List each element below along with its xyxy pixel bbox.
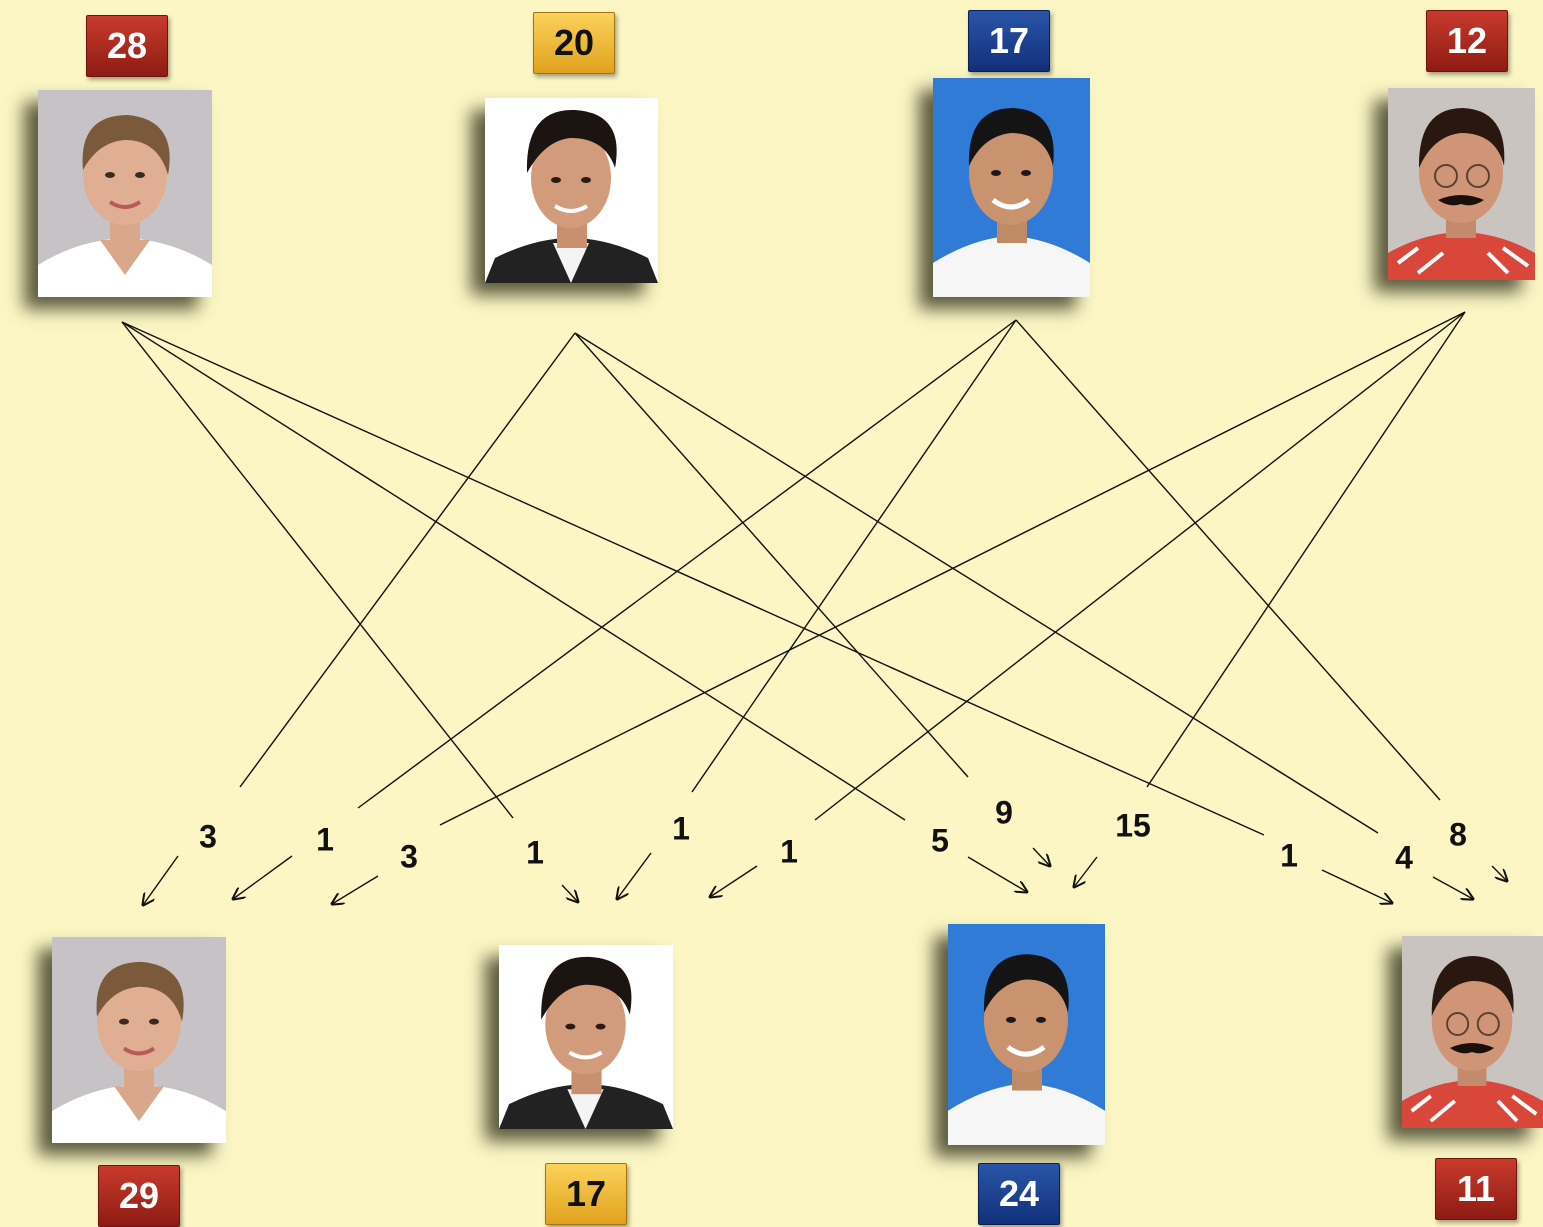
flow-label-c1-c2: 1 <box>526 834 544 871</box>
flow-arrow-c1-c3 <box>967 856 1027 892</box>
badge-after-c2: 17 <box>545 1163 627 1225</box>
flow-line-c1-c3 <box>121 321 906 821</box>
candidate-1-portrait-icon <box>52 937 226 1143</box>
flow-line-c2-c1 <box>239 332 576 788</box>
candidate-3-portrait-icon <box>933 78 1090 297</box>
flow-label-c1-c3: 5 <box>931 822 949 859</box>
flow-arrow-c2-c3 <box>1032 847 1050 866</box>
flow-line-c3-c2 <box>691 319 1017 793</box>
flow-line-c1-c4 <box>121 321 1265 836</box>
flow-line-c3-c4 <box>1015 319 1441 801</box>
flow-label-c3-c1: 1 <box>316 821 334 858</box>
flow-line-c2-c3 <box>574 332 969 778</box>
badge-before-c4: 12 <box>1426 10 1508 72</box>
flow-arrow-c2-c1 <box>143 855 179 905</box>
flow-arrow-c2-c4 <box>1432 876 1473 899</box>
flow-line-c4-c3 <box>1146 311 1466 788</box>
flow-line-c1-c2 <box>121 321 514 819</box>
flow-arrow-c4-c2 <box>710 865 758 897</box>
candidate-4-portrait-icon <box>1388 88 1535 280</box>
candidate-2-portrait-icon <box>499 945 673 1129</box>
flow-line-c2-c4 <box>574 332 1379 834</box>
badge-before-c1: 28 <box>86 15 168 77</box>
flow-label-c2-c3: 9 <box>995 794 1013 831</box>
flow-arrow-c1-c2 <box>561 884 578 902</box>
flow-label-c4-c3: 15 <box>1115 807 1151 844</box>
flow-arrow-c3-c1 <box>233 855 293 899</box>
flow-label-c2-c4: 4 <box>1395 839 1413 876</box>
candidate-1-portrait-icon <box>38 90 212 297</box>
flow-line-c3-c1 <box>357 319 1017 809</box>
flow-label-c3-c2: 1 <box>672 810 690 847</box>
flow-line-c4-c2 <box>814 311 1466 821</box>
flow-label-c1-c4: 1 <box>1280 837 1298 874</box>
candidate-4-portrait-icon <box>1402 936 1543 1128</box>
flow-label-c2-c1: 3 <box>199 818 217 855</box>
flow-arrow-c3-c2 <box>617 852 652 899</box>
badge-before-c3: 17 <box>968 10 1050 72</box>
flow-label-c3-c4: 8 <box>1449 816 1467 853</box>
flow-arrow-c4-c3 <box>1074 856 1098 887</box>
candidate-2-portrait-icon <box>485 98 658 283</box>
flow-arrow-c3-c4 <box>1491 865 1507 881</box>
flow-arrow-c1-c4 <box>1321 869 1392 903</box>
badge-before-c2: 20 <box>533 12 615 74</box>
badge-after-c4: 11 <box>1435 1158 1517 1220</box>
flow-arrow-c4-c1 <box>332 875 379 904</box>
candidate-3-portrait-icon <box>948 924 1105 1145</box>
flow-label-c4-c2: 1 <box>780 833 798 870</box>
flow-label-c4-c1: 3 <box>400 838 418 875</box>
